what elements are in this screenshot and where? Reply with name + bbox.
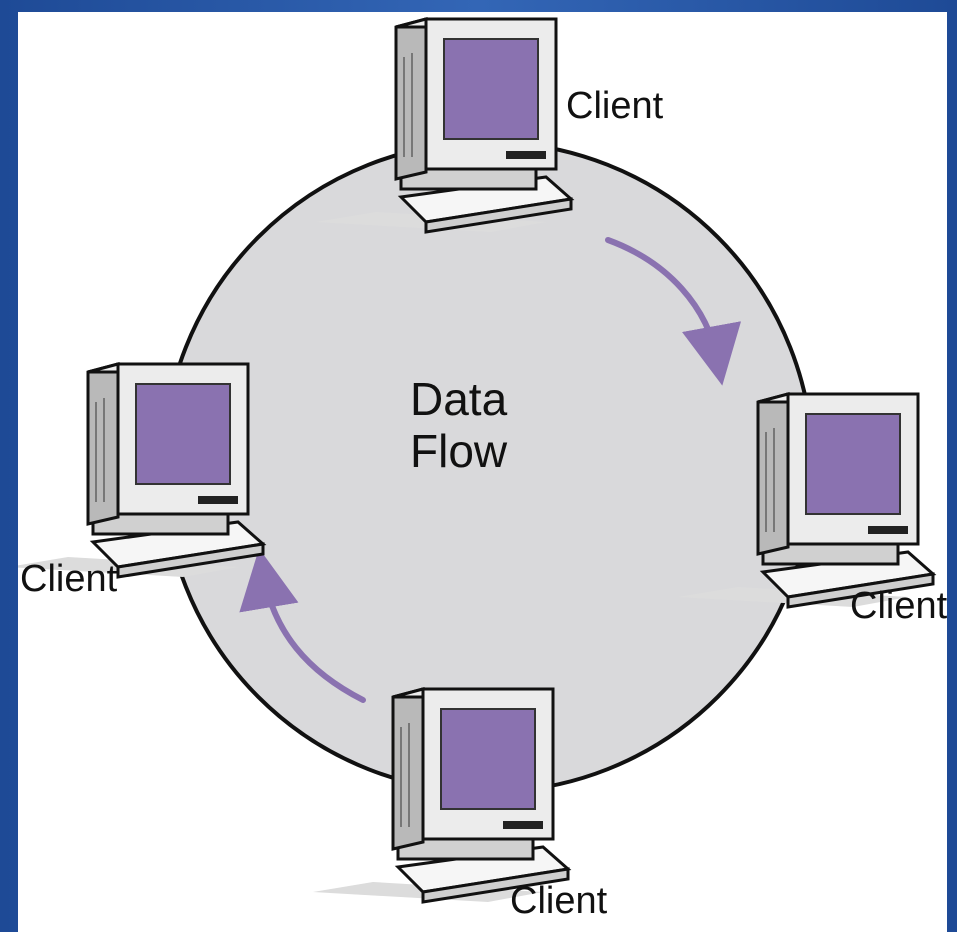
center-label: Data Flow [410, 373, 508, 477]
diagram-panel: Data Flow Client Client Client Client [18, 12, 947, 932]
ring-network-diagram [18, 17, 935, 904]
computer-left-icon [18, 362, 265, 579]
client-label-bottom: Client [510, 880, 608, 922]
center-label-line2: Flow [410, 424, 508, 477]
client-label-left: Client [20, 558, 118, 600]
client-label-right: Client [850, 585, 947, 627]
flow-arrow-top-right [605, 237, 742, 386]
flow-arrow-bottom-left [239, 548, 366, 703]
client-label-top: Client [566, 85, 664, 127]
center-label-line1: Data [410, 373, 508, 425]
